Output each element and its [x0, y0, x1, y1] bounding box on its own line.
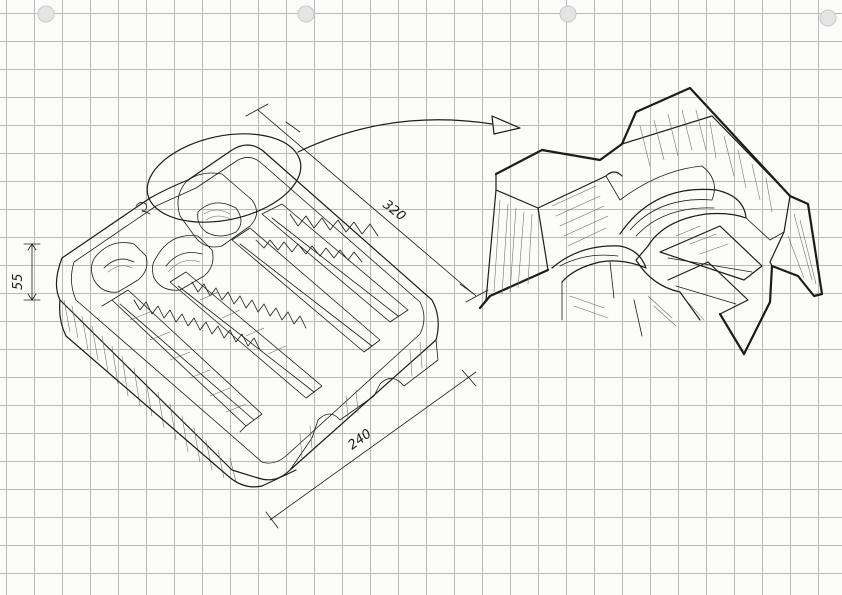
detail-callout-circle — [146, 133, 302, 223]
detail-arch — [619, 188, 747, 247]
tray-sketch — [55, 144, 439, 488]
channel-teeth — [289, 213, 379, 237]
tray-front-wall-hatching — [63, 299, 237, 483]
punch-hole — [297, 5, 315, 23]
detail-outline — [494, 86, 824, 356]
dimension-height: 55 — [11, 243, 41, 301]
punch-hole — [819, 9, 837, 27]
punch-hole — [559, 5, 577, 23]
dimension-width: 240 — [265, 369, 477, 529]
dimension-length: 320 — [245, 103, 489, 303]
tray-outer-rim — [55, 144, 439, 481]
detail-arch — [551, 245, 647, 283]
small-mark — [135, 202, 151, 215]
tray-floor-hatching — [129, 291, 287, 413]
punch-holes — [37, 5, 837, 27]
callout-arrowhead — [491, 115, 521, 135]
dimension-height-label: 55 — [11, 273, 26, 290]
punch-hole — [37, 5, 55, 23]
channel-teeth — [133, 299, 261, 351]
dimension-width-label: 240 — [346, 427, 375, 454]
tray-right-wall-hatching — [299, 341, 423, 459]
dimension-length-label: 320 — [380, 197, 409, 224]
channel-teeth — [191, 281, 307, 329]
callout-arrow — [297, 119, 493, 153]
channel-teeth — [255, 239, 363, 263]
detail-view-sketch — [478, 86, 824, 356]
detail-hatching — [493, 109, 817, 327]
